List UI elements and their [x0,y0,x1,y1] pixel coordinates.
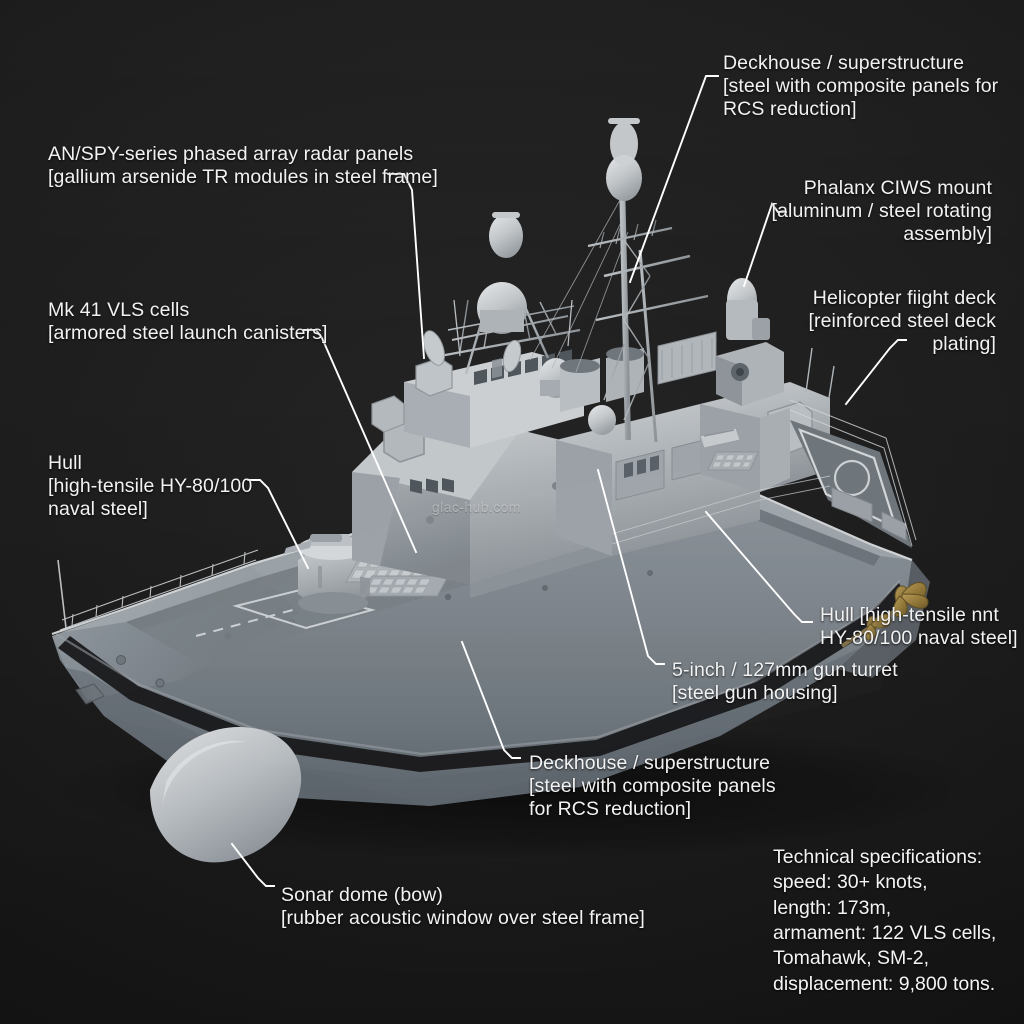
helicopter-flight-deck [611,399,917,548]
vls-cells-aft [707,451,759,471]
callout-line: [aluminum / steel rotating [771,200,992,222]
callout-hull-left: Hull [high-tensile HY-80/100 naval steel… [48,452,252,521]
callout-line: Mk 41 VLS cells [48,299,190,321]
ships-boat [699,427,741,449]
callout-line: RCS reduction] [723,98,857,120]
callout-line: Hull [high-tensile nnt [820,604,999,626]
callout-line: [rubber acoustic window over steel frame… [281,907,645,929]
callout-line: [reinforced steel deck [808,310,996,332]
callout-vls: Mk 41 VLS cells [armored steel launch ca… [48,299,328,345]
technical-specifications: Technical specifications: speed: 30+ kno… [773,845,996,997]
callout-line: [steel gun housing] [672,682,838,704]
main-mast [587,179,709,443]
callout-line: for RCS reduction] [529,798,692,820]
mast-radome [489,214,523,258]
callout-line: plating] [932,333,996,355]
callout-radar-panels: AN/SPY-series phased array radar panels … [48,143,438,189]
callout-line: HY-80/100 naval steel] [820,627,1018,649]
callout-flight-deck: Helicopter fiight deck [reinforced steel… [746,287,996,356]
spec-line: armament: 122 VLS cells, [773,922,997,945]
callout-line: [armored steel launch canisters] [48,322,328,344]
callout-line: Deckhouse / superstructure [529,752,771,774]
spec-line: Tomahawk, SM-2, [773,947,930,970]
callout-line: Phalanx CIWS mount [803,177,992,199]
spec-line: displacement: 9,800 tons. [773,972,996,995]
callout-sonar-dome: Sonar dome (bow) [rubber acoustic window… [281,884,645,930]
callout-ciws: Phalanx CIWS mount [aluminum / steel rot… [732,177,992,246]
phalanx-ciws [716,278,784,406]
callout-line: AN/SPY-series phased array radar panels [48,143,414,165]
callout-deckhouse-bottom: Deckhouse / superstructure [steel with c… [529,752,776,821]
callout-line: [steel with composite panels for [723,75,999,97]
callout-gun-turret: 5-inch / 127mm gun turret [steel gun hou… [672,659,898,705]
air-search-radar [657,331,717,385]
callout-line: 5-inch / 127mm gun turret [672,659,898,681]
midship-radome [588,405,616,435]
callout-line: Helicopter fiight deck [812,287,996,309]
callout-hull-right: Hull [high-tensile nnt HY-80/100 naval s… [820,604,1018,650]
bow-railing [57,549,259,631]
spec-line: Technical specifications: [773,846,983,868]
callout-line: assembly] [903,223,992,245]
propeller [893,582,929,618]
callout-line: Hull [48,452,82,474]
propeller-2 [864,613,892,641]
callout-line: [high-tensile HY-80/100 [48,475,253,497]
callout-deckhouse-top: Deckhouse / superstructure [steel with c… [723,52,998,121]
callout-line: Sonar dome (bow) [281,884,444,906]
callout-line: [gallium arsenide TR modules in steel fr… [48,166,438,188]
callout-line: naval steel] [48,498,148,520]
ship-hull [51,467,930,863]
callout-line: Deckhouse / superstructure [723,52,965,74]
spec-line: speed: 30+ knots, [773,871,928,894]
deck-markings [195,588,376,637]
satcom-radome-forward [477,282,527,334]
watermark: glac-hub.com [432,499,521,515]
callout-line: [steel with composite panels [529,775,776,797]
spec-line: length: 173m, [773,896,892,919]
dish-antennas [423,330,522,373]
